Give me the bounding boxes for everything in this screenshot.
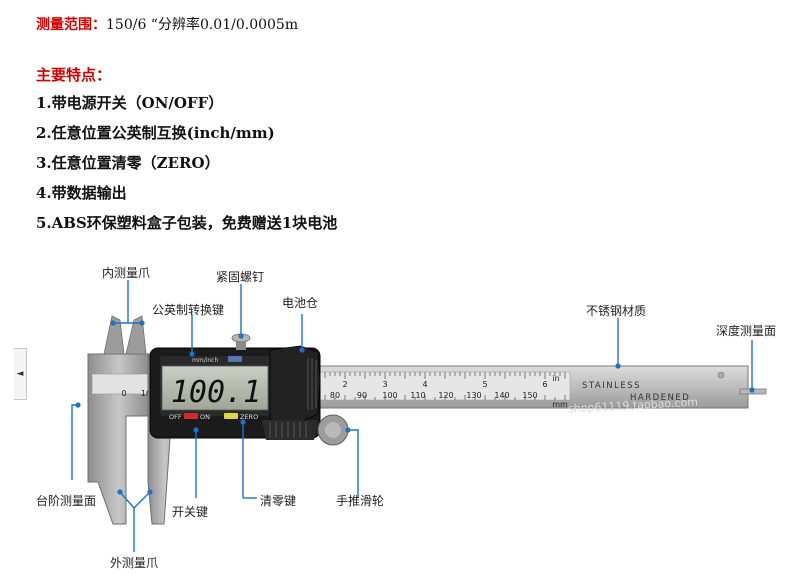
feature-item: 5.ABS环保塑料盒子包装，免费赠送1块电池 [36, 214, 338, 232]
feature-item: 1.带电源开关（ON/OFF） [36, 94, 224, 112]
callout-unit-key: 公英制转换键 [152, 303, 225, 317]
zero-label: ZERO [240, 413, 258, 421]
caliper-diagram: 2 3 4 5 6 in 80 90 100 110 120 130 140 1… [71, 280, 767, 552]
callout-lock-screw: 紧固螺钉 [216, 270, 265, 284]
callout-lines [71, 280, 753, 552]
measuring-range-label: 测量范围： [36, 17, 106, 33]
inner-jaw-sliding [125, 315, 147, 355]
stainless-text: STAINLESS [582, 381, 641, 391]
features-title: 主要特点： [36, 66, 112, 84]
hardened-text: HARDENED [630, 393, 690, 403]
callout-power-key: 开关键 [172, 505, 209, 519]
callout-outer-jaw: 外测量爪 [110, 556, 159, 570]
scale-number: 90 [357, 391, 367, 400]
on-label: ON [200, 413, 210, 421]
lock-screw-shaft [236, 340, 246, 350]
lcd-screen [161, 365, 269, 411]
scale-number: 140 [494, 391, 509, 400]
unit-key [227, 355, 243, 363]
callout-stainless: 不锈钢材质 [586, 304, 647, 318]
scale-top-number: 3 [382, 380, 387, 389]
scale-number: 110 [410, 391, 425, 400]
left-arrow-icon: ◄ [16, 369, 24, 379]
callout-zero-key: 清零键 [260, 494, 297, 508]
inner-jaw-fixed [103, 315, 125, 355]
scale-unit-mm: mm [552, 400, 568, 409]
side-nav-tab[interactable]: ◄ [14, 348, 27, 400]
scale-unit-in: in [552, 374, 559, 383]
features-list: 1.带电源开关（ON/OFF） 2.任意位置公英制互换(inch/mm) 3.任… [36, 93, 337, 243]
power-key [184, 413, 198, 419]
scale-number: 100 [382, 391, 397, 400]
scale-ticks [324, 372, 566, 400]
measuring-range-value: 150/6 “分辨率0.01/0.0005m [106, 17, 299, 33]
callout-dots [75, 320, 755, 495]
scale-number: 80 [330, 391, 340, 400]
scale-top-number: 5 [482, 380, 487, 389]
callout-thumb-wheel: 手推滑轮 [336, 494, 385, 508]
off-label: OFF [169, 413, 182, 421]
scale-number: 130 [466, 391, 481, 400]
left-scale-number: 0 [121, 389, 126, 398]
battery-ridges [307, 358, 317, 410]
feature-item: 4.带数据输出 [36, 184, 127, 202]
scale-top-number: 4 [422, 380, 427, 389]
callout-inner-jaw: 内测量爪 [102, 266, 151, 280]
scale-number: 150 [522, 391, 537, 400]
feature-item: 2.任意位置公英制互换(inch/mm) [36, 124, 275, 142]
beam-rivet [717, 371, 725, 379]
unit-label: mm/inch [192, 357, 218, 364]
scale-top-number: 6 [542, 380, 547, 389]
lcd-readout: 100.1 [171, 375, 261, 410]
left-scale-number: 10 [141, 389, 151, 398]
scale-number: 120 [438, 391, 453, 400]
callout-depth: 深度测量面 [716, 324, 777, 338]
scale-top-number: 2 [342, 380, 347, 389]
callout-battery: 电池仓 [282, 296, 319, 310]
measuring-range: 测量范围：150/6 “分辨率0.01/0.0005m [36, 14, 298, 34]
feature-item: 3.任意位置清零（ZERO） [36, 154, 220, 172]
callout-step: 台阶测量面 [36, 494, 97, 508]
zero-key [224, 413, 238, 419]
